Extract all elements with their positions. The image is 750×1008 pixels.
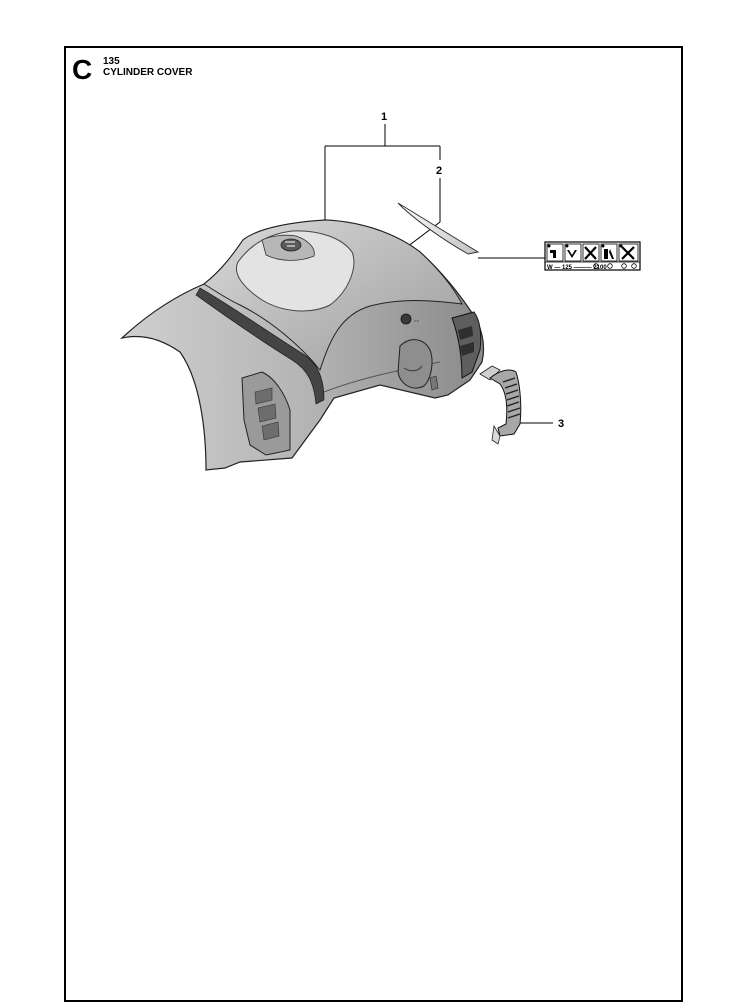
cover-clip-illustration bbox=[479, 365, 522, 445]
warning-decal-illustration: W — 125 ——— 2100 bbox=[544, 241, 641, 271]
leader-lines bbox=[324, 124, 553, 424]
callout-1: 1 bbox=[381, 111, 387, 123]
leader-1 bbox=[324, 124, 441, 222]
diagram-frame bbox=[64, 46, 683, 1002]
section-letter: C bbox=[72, 54, 93, 85]
page-number: 135 bbox=[103, 56, 120, 67]
callout-2: 2 bbox=[436, 165, 442, 177]
callout-3: 3 bbox=[558, 418, 564, 430]
cylinder-cover-illustration: ◦◦ bbox=[119, 219, 485, 471]
decal-sheet bbox=[397, 202, 480, 255]
brand-logo-icon bbox=[280, 238, 302, 252]
svg-text:◦◦: ◦◦ bbox=[414, 318, 419, 325]
page-title: CYLINDER COVER bbox=[103, 67, 193, 78]
decal-bottom-text: W — 125 ——— 2100 bbox=[547, 265, 607, 271]
leader-2 bbox=[402, 178, 441, 251]
